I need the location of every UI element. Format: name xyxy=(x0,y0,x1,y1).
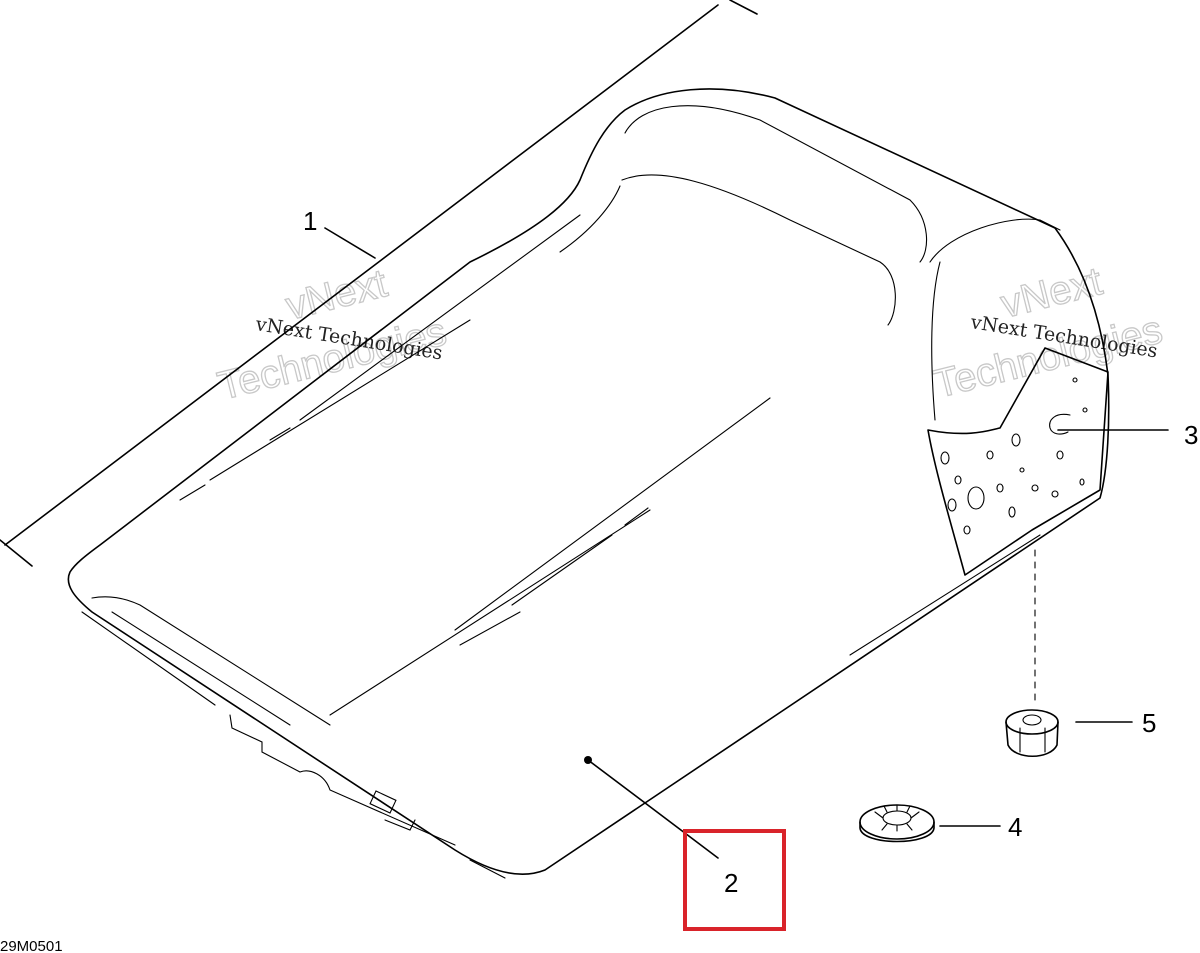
nut-part[interactable] xyxy=(1005,549,1059,757)
callout-4[interactable]: 4 xyxy=(939,812,1022,842)
washer-part[interactable] xyxy=(859,804,935,843)
callout-5-label[interactable]: 5 xyxy=(1142,708,1156,738)
watermark-right: vNext Technologies vNext Technologies xyxy=(929,259,1168,408)
dimension-line xyxy=(0,0,758,567)
callout-3[interactable]: 3 xyxy=(1057,420,1198,450)
rear-base-pad xyxy=(927,347,1109,576)
callout-5[interactable]: 5 xyxy=(1075,708,1156,738)
callout-2-highlight-box xyxy=(683,829,786,931)
callout-4-label[interactable]: 4 xyxy=(1008,812,1022,842)
seat xyxy=(67,88,1110,879)
callout-2[interactable]: 2 xyxy=(584,756,786,931)
callout-3-label[interactable]: 3 xyxy=(1184,420,1198,450)
callout-2-label[interactable]: 2 xyxy=(724,868,738,898)
callout-1-label[interactable]: 1 xyxy=(303,206,317,236)
base-pad-holes xyxy=(940,377,1088,535)
callout-1[interactable]: 1 xyxy=(303,206,376,259)
drawing-code: 29M0501 xyxy=(0,938,63,953)
